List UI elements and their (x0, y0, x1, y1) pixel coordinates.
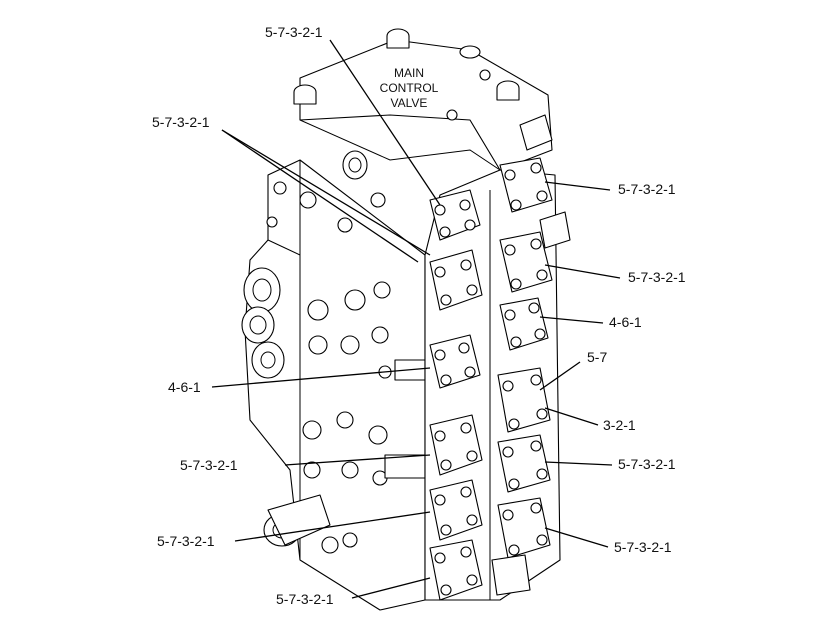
spool-cap (499, 297, 549, 351)
side-boss (241, 306, 275, 344)
side-boss (243, 267, 281, 313)
spool-cap (429, 189, 481, 241)
callout-labels: 5-7-3-2-1 5-7-3-2-1 5-7-3-2-1 5-7-3-2-1 … (152, 24, 686, 607)
spool-cap (497, 367, 551, 433)
leader-lines (211, 39, 621, 599)
callout-label: 4-6-1 (609, 314, 642, 330)
callout-label: 3-2-1 (603, 417, 636, 433)
leader-line (329, 39, 441, 206)
callout-label: 5-7-3-2-1 (180, 457, 238, 473)
valve-body-drawing (241, 28, 571, 611)
leader-line (539, 361, 581, 391)
callout-label: 5-7 (587, 349, 607, 365)
leader-line (539, 316, 604, 324)
callout-label: 5-7-3-2-1 (157, 533, 215, 549)
spool-cap (429, 539, 483, 601)
spool-cap (497, 434, 551, 493)
leader-line (544, 527, 609, 548)
leader-line (544, 264, 621, 279)
leader-line (544, 181, 611, 191)
callout-label: 5-7-3-2-1 (614, 539, 672, 555)
callout-label: 5-7-3-2-1 (152, 114, 210, 130)
leader-line (211, 367, 431, 388)
title-line: VALVE (391, 96, 428, 110)
callout-label: 5-7-3-2-1 (265, 24, 323, 40)
callout-label: 4-6-1 (168, 379, 201, 395)
leader-line (284, 454, 431, 466)
spool-cap (497, 497, 551, 559)
top-bolt (459, 45, 481, 59)
leader-line (351, 577, 431, 599)
spool-cap (429, 249, 483, 311)
leader-line (544, 461, 613, 466)
spool-cap (429, 479, 483, 541)
spool-cap (499, 231, 553, 293)
leader-line (544, 407, 599, 426)
leader-line (221, 129, 431, 256)
top-bolt (496, 80, 520, 101)
callout-label: 5-7-3-2-1 (276, 591, 334, 607)
leader-line (221, 129, 419, 263)
top-bolt (293, 84, 317, 105)
callout-label: 5-7-3-2-1 (618, 181, 676, 197)
spool-cap (429, 414, 483, 476)
diagram-title: MAIN CONTROL VALVE (380, 66, 439, 110)
side-boss (251, 341, 285, 379)
leader-line (234, 511, 431, 542)
spool-cap (429, 334, 481, 389)
title-line: MAIN (394, 66, 424, 80)
callout-label: 5-7-3-2-1 (618, 456, 676, 472)
spool-cap (499, 157, 553, 213)
top-bolt (386, 28, 410, 49)
title-line: CONTROL (380, 81, 439, 95)
side-boss (342, 150, 368, 180)
callout-label: 5-7-3-2-1 (628, 269, 686, 285)
